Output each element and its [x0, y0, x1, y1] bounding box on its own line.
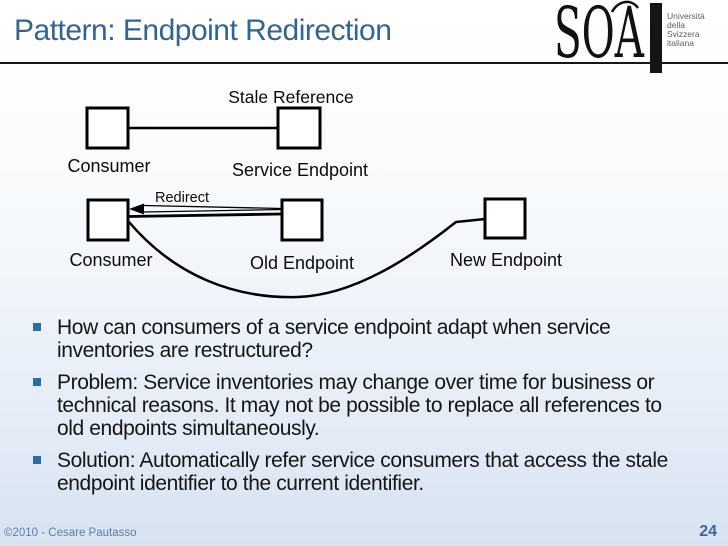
- bullet-item: Problem: Service inventories may change …: [33, 371, 705, 440]
- consumer-box-2: [86, 198, 130, 242]
- bullet-list: How can consumers of a service endpoint …: [33, 316, 705, 504]
- redirect-label: Redirect: [155, 190, 209, 206]
- bullet-text: Solution: Automatically refer service co…: [57, 449, 668, 495]
- bullet-text: Problem: Service inventories may change …: [57, 371, 662, 440]
- old-endpoint-label: Old Endpoint: [250, 253, 354, 273]
- consumer-box-1: [85, 106, 130, 150]
- bullet-item: Solution: Automatically refer service co…: [33, 449, 705, 495]
- endpoint-diagram: Stale Reference Consumer Service Endpoin…: [67, 87, 562, 299]
- new-endpoint-box: [483, 197, 527, 240]
- page-number: 24: [699, 523, 717, 540]
- redirect-arrow-lower-line: [143, 208, 283, 213]
- soa-logo-text: SOA: [554, 0, 645, 74]
- new-endpoint-label: New Endpoint: [450, 250, 562, 270]
- redirect-arrow-upper-line: [143, 204, 283, 210]
- consumer-old-link-line: [127, 212, 283, 218]
- university-name-line: della: [667, 20, 685, 30]
- footer-copyright: ©2010 - Cesare Pautasso: [4, 527, 137, 539]
- header-divider-line: [0, 62, 728, 64]
- redirect-arrowhead-icon: [129, 203, 144, 215]
- university-name-line: Università: [667, 11, 705, 21]
- bullet-square-icon: [33, 456, 41, 464]
- consumer-label-1: Consumer: [67, 156, 150, 176]
- bullet-item: How can consumers of a service endpoint …: [33, 316, 705, 362]
- page-title: Pattern: Endpoint Redirection: [14, 14, 392, 47]
- consumer-new-endpoint-curve: [128, 217, 486, 299]
- logo-bar: [650, 3, 662, 73]
- bullet-text: How can consumers of a service endpoint …: [57, 316, 611, 362]
- soa-logo: SOA Università della Svizzera italiana: [554, 0, 705, 74]
- university-name-line: italiana: [667, 38, 694, 48]
- stale-reference-label: Stale Reference: [228, 87, 354, 107]
- old-endpoint-box: [280, 198, 324, 242]
- bullet-square-icon: [33, 378, 41, 386]
- service-endpoint-box: [276, 106, 322, 150]
- university-name-line: Svizzera: [667, 29, 700, 39]
- consumer-label-2: Consumer: [69, 250, 152, 270]
- service-endpoint-label: Service Endpoint: [232, 160, 368, 180]
- bullet-square-icon: [33, 323, 41, 331]
- soa-logo-swash: [610, 0, 640, 13]
